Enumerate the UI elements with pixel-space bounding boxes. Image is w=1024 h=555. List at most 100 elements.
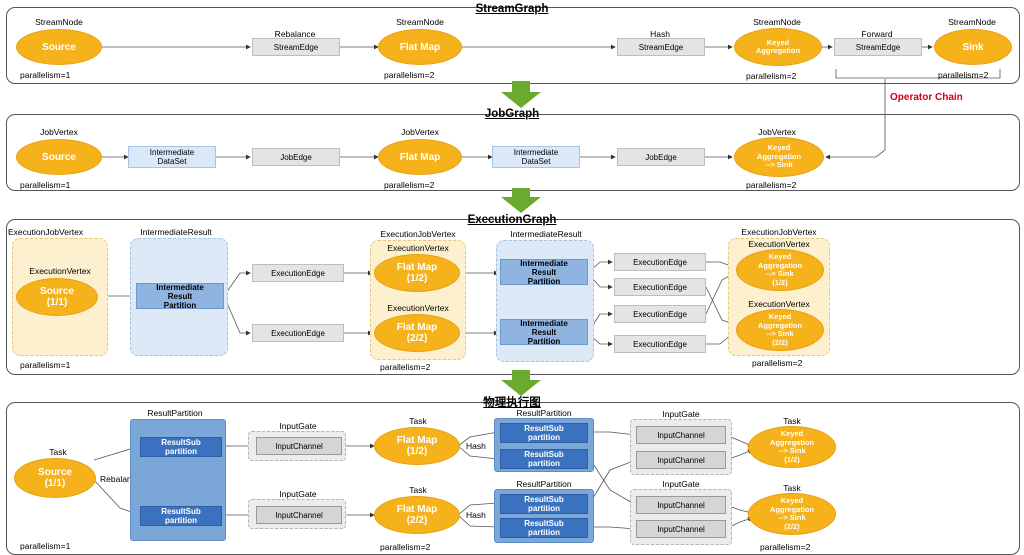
rebalance-label: Rebalance: [274, 29, 316, 39]
parallelism-label: parallelism=2: [380, 542, 431, 552]
result-subpartition[interactable]: ResultSub partition: [500, 449, 588, 469]
parallelism-label: parallelism=2: [380, 362, 431, 372]
streamgraph-title: StreamGraph: [475, 3, 549, 15]
source-vertex[interactable]: Source: [16, 139, 102, 175]
task-label: Task: [409, 485, 427, 495]
intermediate-dataset[interactable]: Intermediate DataSet: [492, 146, 580, 168]
streamnode-label: StreamNode: [396, 17, 444, 27]
execution-edge[interactable]: ExecutionEdge: [614, 305, 706, 323]
parallelism-label: parallelism=1: [20, 70, 71, 80]
task-label: Task: [783, 483, 801, 493]
hash-label: Hash: [650, 29, 670, 39]
intermediate-result-label: IntermediateResult: [140, 227, 212, 237]
hash-label: Hash: [466, 510, 486, 520]
arrow-down-icon: [501, 188, 541, 213]
flatmap-execution-vertex-1[interactable]: Flat Map (1/2): [374, 254, 460, 292]
physical-graph-title: 物理执行图: [483, 397, 541, 409]
hash-label: Hash: [466, 441, 486, 451]
keyed-aggregation-node[interactable]: Keyed Aggregation: [734, 28, 822, 66]
input-gate-label: InputGate: [662, 409, 700, 419]
keyed-sink-execution-vertex-2[interactable]: Keyed Aggregation --> Sink (2/2): [736, 309, 824, 351]
intermediate-result-partition[interactable]: Intermediate Result Partition: [500, 259, 588, 286]
task-label: Task: [49, 447, 67, 457]
result-subpartition[interactable]: ResultSub partition: [140, 437, 222, 457]
input-channel[interactable]: InputChannel: [636, 426, 726, 444]
intermediate-result-label: IntermediateResult: [510, 229, 582, 239]
jobvertex-label: JobVertex: [758, 127, 796, 137]
parallelism-label: parallelism=2: [760, 542, 811, 552]
execution-vertex-label: ExecutionVertex: [748, 299, 810, 309]
flatmap-vertex[interactable]: Flat Map: [378, 139, 462, 175]
execution-edge[interactable]: ExecutionEdge: [614, 278, 706, 296]
input-gate-label: InputGate: [279, 489, 317, 499]
flatmap-task-2[interactable]: Flat Map (2/2): [374, 496, 460, 534]
input-gate-label: InputGate: [662, 479, 700, 489]
arrow-down-icon: [501, 81, 541, 108]
input-channel[interactable]: InputChannel: [256, 437, 342, 455]
parallelism-label: parallelism=2: [752, 358, 803, 368]
keyed-sink-task-2[interactable]: Keyed Aggregation --> Sink (2/2): [748, 493, 836, 535]
stream-edge[interactable]: StreamEdge: [252, 38, 340, 56]
executiongraph-title: ExecutionGraph: [467, 214, 557, 226]
execution-edge[interactable]: ExecutionEdge: [252, 324, 344, 342]
keyed-sink-execution-vertex-1[interactable]: Keyed Aggregation --> Sink (1/2): [736, 249, 824, 291]
input-channel[interactable]: InputChannel: [256, 506, 342, 524]
keyed-aggregation-sink-vertex[interactable]: Keyed Aggregation --> Sink: [734, 137, 824, 177]
intermediate-result-partition[interactable]: Intermediate Result Partition: [500, 319, 588, 346]
execution-edge[interactable]: ExecutionEdge: [614, 253, 706, 271]
flatmap-node[interactable]: Flat Map: [378, 29, 462, 65]
source-node[interactable]: Source: [16, 29, 102, 65]
result-partition-label: ResultPartition: [147, 408, 203, 418]
parallelism-label: parallelism=1: [20, 180, 71, 190]
result-subpartition[interactable]: ResultSub partition: [500, 423, 588, 443]
execution-job-vertex-label: ExecutionJobVertex: [8, 227, 84, 237]
parallelism-label: parallelism=2: [384, 180, 435, 190]
stream-edge[interactable]: StreamEdge: [834, 38, 922, 56]
parallelism-label: parallelism=2: [746, 180, 797, 190]
intermediate-result-partition[interactable]: Intermediate Result Partition: [136, 283, 224, 310]
result-subpartition[interactable]: ResultSub partition: [140, 506, 222, 526]
input-channel[interactable]: InputChannel: [636, 496, 726, 514]
parallelism-label: parallelism=1: [20, 360, 71, 370]
execution-edge[interactable]: ExecutionEdge: [252, 264, 344, 282]
jobvertex-label: JobVertex: [401, 127, 439, 137]
operator-chain-label: Operator Chain: [890, 92, 963, 103]
execution-vertex-label: ExecutionVertex: [748, 239, 810, 249]
execution-job-vertex-label: ExecutionJobVertex: [380, 229, 456, 239]
jobvertex-label: JobVertex: [40, 127, 78, 137]
flatmap-execution-vertex-2[interactable]: Flat Map (2/2): [374, 314, 460, 352]
execution-vertex-label: ExecutionVertex: [29, 266, 91, 276]
rebalance-label: Rebalance: [100, 474, 141, 484]
execution-vertex-label: ExecutionVertex: [387, 243, 449, 253]
source-task[interactable]: Source (1/1): [14, 458, 96, 498]
flatmap-task-1[interactable]: Flat Map (1/2): [374, 427, 460, 465]
result-partition-label: ResultPartition: [516, 408, 572, 418]
stream-edge[interactable]: StreamEdge: [617, 38, 705, 56]
parallelism-label: parallelism=2: [384, 70, 435, 80]
streamnode-label: StreamNode: [35, 17, 83, 27]
result-partition-label: ResultPartition: [516, 479, 572, 489]
input-gate-label: InputGate: [279, 421, 317, 431]
arrow-down-icon: [501, 370, 541, 396]
job-edge[interactable]: JobEdge: [252, 148, 340, 166]
parallelism-label: parallelism=2: [938, 70, 989, 80]
parallelism-label: parallelism=1: [20, 541, 71, 551]
source-execution-vertex[interactable]: Source (1/1): [16, 278, 98, 316]
input-channel[interactable]: InputChannel: [636, 520, 726, 538]
input-channel[interactable]: InputChannel: [636, 451, 726, 469]
jobgraph-title: JobGraph: [484, 108, 540, 120]
task-label: Task: [409, 416, 427, 426]
forward-label: Forward: [861, 29, 893, 39]
execution-edge[interactable]: ExecutionEdge: [614, 335, 706, 353]
parallelism-label: parallelism=2: [746, 71, 797, 81]
job-edge[interactable]: JobEdge: [617, 148, 705, 166]
streamnode-label: StreamNode: [753, 17, 801, 27]
sink-node[interactable]: Sink: [934, 29, 1012, 65]
keyed-sink-task-1[interactable]: Keyed Aggregation --> Sink (1/2): [748, 426, 836, 468]
result-subpartition[interactable]: ResultSub partition: [500, 518, 588, 538]
intermediate-dataset[interactable]: Intermediate DataSet: [128, 146, 216, 168]
result-subpartition[interactable]: ResultSub partition: [500, 494, 588, 514]
execution-job-vertex-label: ExecutionJobVertex: [741, 227, 817, 237]
